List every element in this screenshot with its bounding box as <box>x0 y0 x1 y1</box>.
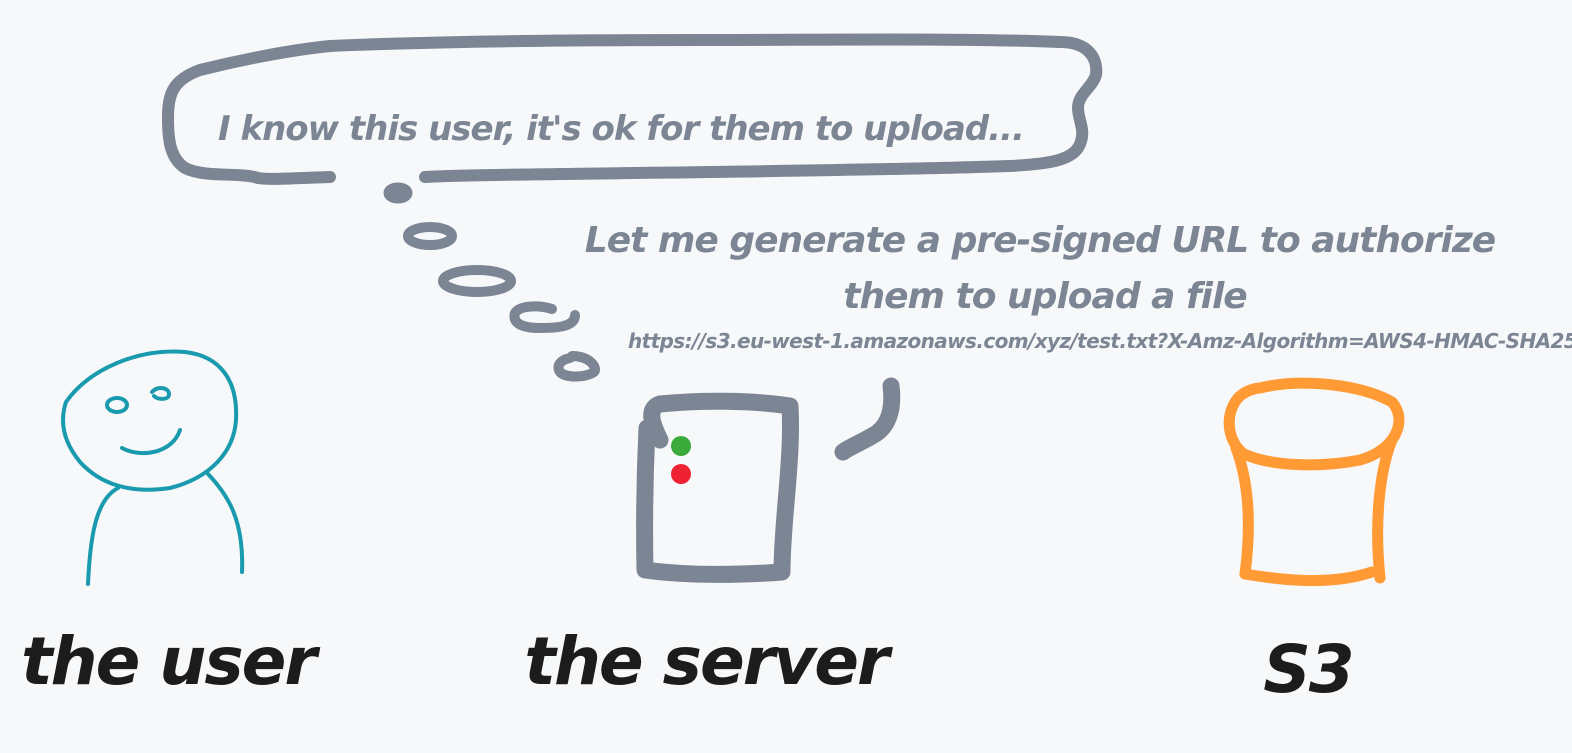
thought-dot-1 <box>383 182 413 204</box>
user-head <box>60 349 239 492</box>
speech-line-1: Let me generate a pre-signed URL to auth… <box>585 220 1496 261</box>
server-speech: Let me generate a pre-signed URL to auth… <box>585 220 1572 353</box>
thought-bubble: I know this user, it's ok for them to up… <box>162 33 1103 382</box>
presigned-url-text: https://s3.eu-west-1.amazonaws.com/xyz/t… <box>628 329 1572 353</box>
s3-label: S3 <box>1263 631 1352 708</box>
server-red-led <box>671 464 691 484</box>
s3-bucket-right-side <box>1372 434 1398 584</box>
s3-bucket-top <box>1223 377 1405 471</box>
thought-text: I know this user, it's ok for them to up… <box>218 109 1024 149</box>
thought-dot-2 <box>403 222 457 250</box>
server-green-led <box>671 436 691 456</box>
speech-line-2: them to upload a file <box>843 276 1247 317</box>
s3-bucket-left-side <box>1230 442 1254 580</box>
user-right-shoulder <box>206 472 245 574</box>
server-outline <box>636 392 799 583</box>
user-smile <box>120 428 182 456</box>
server-icon <box>636 377 901 583</box>
thought-bubble-outline <box>162 33 1103 185</box>
user-left-shoulder <box>86 486 120 586</box>
user-figure-icon <box>60 349 245 586</box>
s3-bucket-icon <box>1223 377 1405 587</box>
thought-dot-3 <box>438 265 516 297</box>
s3-bucket-bottom <box>1239 566 1378 587</box>
thought-dot-4 <box>509 301 580 333</box>
server-arm <box>834 377 901 461</box>
thought-dot-5 <box>553 351 600 382</box>
user-left-eye <box>105 396 129 414</box>
user-label: the user <box>21 623 320 700</box>
server-label: the server <box>524 623 893 700</box>
user-right-eye <box>150 386 171 401</box>
